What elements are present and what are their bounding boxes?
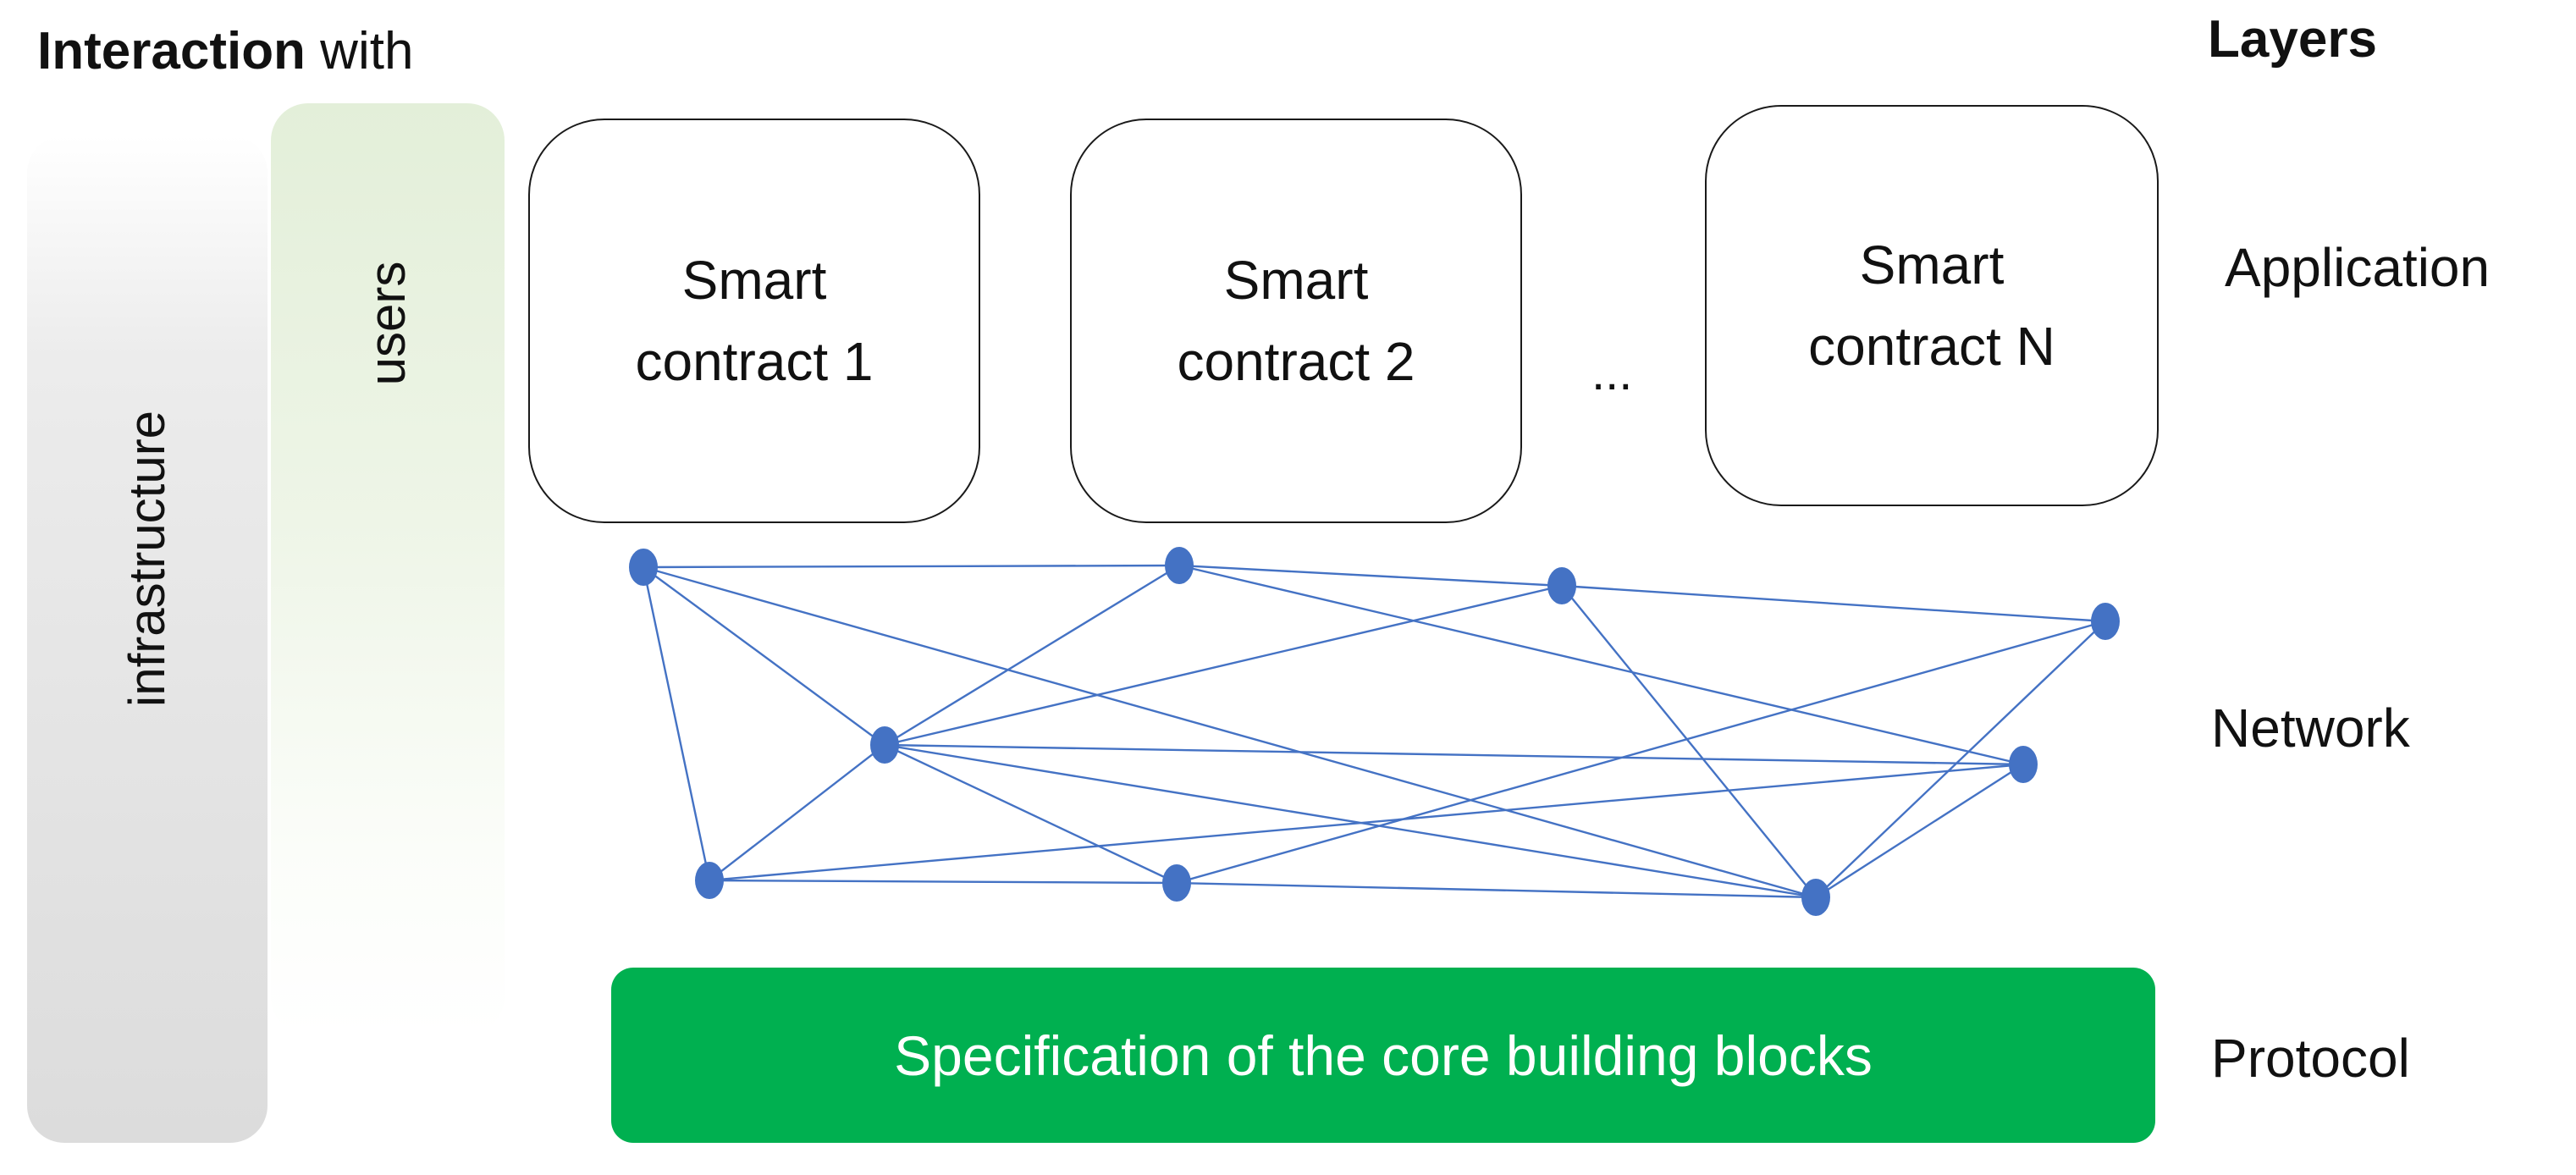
network-edge xyxy=(884,743,1178,885)
network-node xyxy=(1165,547,1194,584)
interaction-bold-text: Interaction xyxy=(37,22,306,80)
network-edge xyxy=(1176,881,1817,899)
network-edge xyxy=(884,564,1180,747)
network-edge xyxy=(884,743,1817,899)
network-edge xyxy=(1561,584,2106,623)
network-node xyxy=(1162,864,1191,902)
network-edge xyxy=(643,564,1180,569)
network-node xyxy=(870,726,899,764)
network-edge xyxy=(1178,564,2024,766)
protocol-specification-label: Specification of the core building block… xyxy=(894,1023,1873,1087)
network-edge xyxy=(1815,763,2024,899)
network-node xyxy=(1547,567,1576,604)
smart-contract-1-line2: contract 1 xyxy=(635,331,874,392)
network-node xyxy=(629,549,658,586)
protocol-specification-box: Specification of the core building block… xyxy=(611,968,2155,1143)
layer-label-application: Application xyxy=(2225,237,2491,298)
network-edge xyxy=(884,743,2024,766)
ellipsis: ... xyxy=(1591,345,1633,400)
smart-contract-n-line2: contract N xyxy=(1808,316,2055,377)
network-edge xyxy=(1176,620,2106,885)
network-edge xyxy=(1561,585,1817,898)
users-bar: users xyxy=(271,103,505,1034)
network-edge xyxy=(643,566,885,746)
network-edge xyxy=(709,879,1178,885)
network-edge xyxy=(1178,564,1563,588)
layers-heading: Layers xyxy=(2208,10,2377,69)
network-edge xyxy=(1815,621,2106,898)
network-node xyxy=(1801,879,1830,916)
smart-contract-n-line1: Smart xyxy=(1859,234,2005,295)
smart-contract-2-line2: contract 2 xyxy=(1177,331,1415,392)
network-edge xyxy=(643,565,1817,899)
smart-contract-1-line1: Smart xyxy=(681,250,827,311)
smart-contract-2-line1: Smart xyxy=(1223,250,1369,311)
network-node xyxy=(2009,746,2038,783)
network-edge xyxy=(642,566,711,881)
network-node xyxy=(695,862,724,899)
smart-contract-n: Smart contract N xyxy=(1705,105,2159,506)
interaction-with-heading: Interaction with xyxy=(37,25,413,78)
network-edge xyxy=(709,763,2024,882)
layer-label-network: Network xyxy=(2211,698,2410,759)
infrastructure-bar: infrastructure xyxy=(27,135,268,1143)
network-edge xyxy=(884,584,1563,747)
network-node xyxy=(2091,603,2120,640)
network-edge xyxy=(709,744,885,881)
smart-contract-1: Smart contract 1 xyxy=(528,119,980,523)
layer-label-protocol: Protocol xyxy=(2211,1028,2410,1089)
smart-contract-2: Smart contract 2 xyxy=(1070,119,1522,523)
interaction-with-text: with xyxy=(305,22,414,80)
